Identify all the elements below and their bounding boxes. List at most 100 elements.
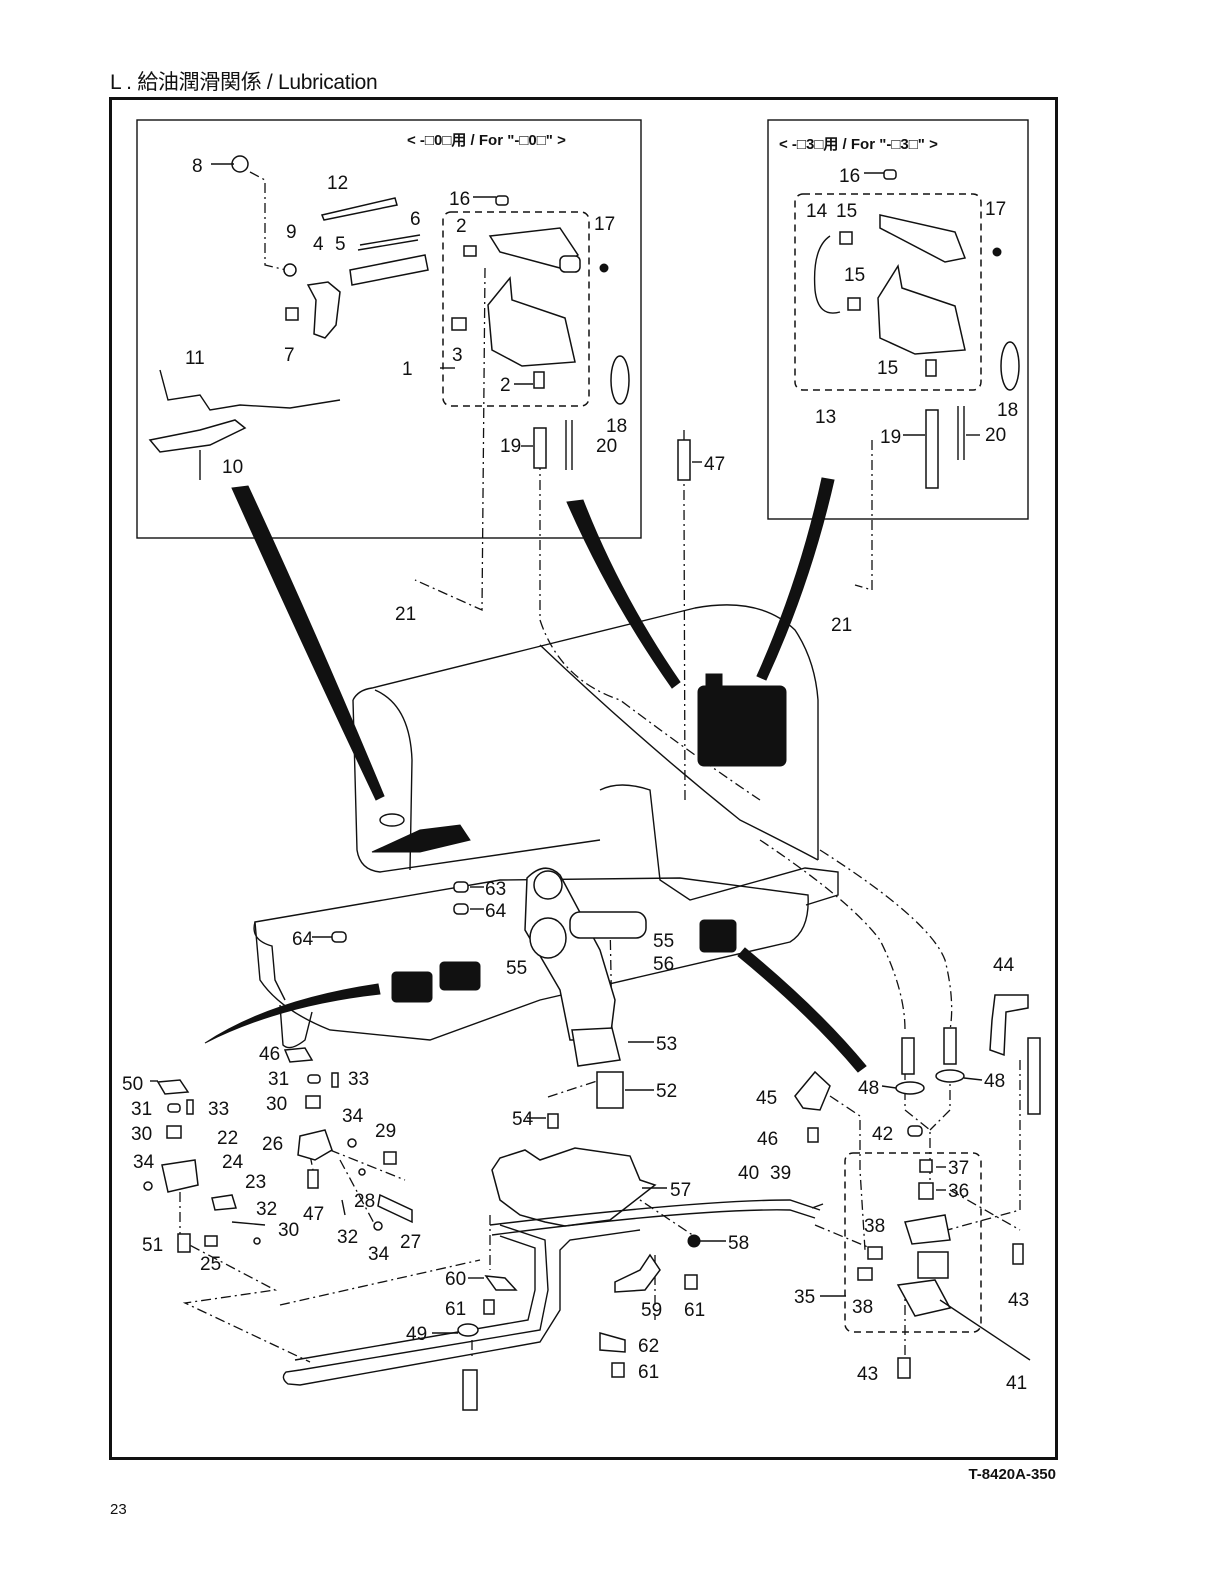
part-17b (992, 247, 1002, 257)
part-2b-fitting (533, 371, 545, 389)
callout-15b: 15 (844, 265, 865, 286)
part-16b-cap (883, 169, 897, 180)
oil-tank-group-outline-right (794, 193, 982, 391)
part-28 (358, 1168, 366, 1176)
part-32b (341, 1199, 346, 1216)
callout-38b: 38 (852, 1297, 873, 1318)
part-46a (283, 1047, 314, 1063)
callout-59: 59 (641, 1300, 662, 1321)
tube-b (943, 1027, 957, 1065)
callout-16b: 16 (839, 166, 860, 187)
part-3-screw (451, 317, 467, 331)
part-10-plate (148, 419, 247, 453)
part-61a (483, 1299, 495, 1315)
part-33b (331, 1072, 339, 1088)
callout-32: 32 (256, 1199, 277, 1220)
callout-6: 6 (410, 209, 421, 230)
part-51 (177, 1233, 191, 1253)
part-20b-wick (957, 406, 965, 460)
callout-45: 45 (756, 1088, 777, 1109)
callout-17: 17 (594, 214, 615, 235)
part-38a (867, 1246, 883, 1260)
part-32a (231, 1221, 266, 1226)
callout-10: 10 (222, 457, 243, 478)
callout-62: 62 (638, 1336, 659, 1357)
part-17 (599, 263, 609, 273)
callout-25: 25 (200, 1254, 221, 1275)
callout-46b: 46 (757, 1129, 778, 1150)
callout-18b: 18 (997, 400, 1018, 421)
tubes-39-40 (489, 1199, 821, 1236)
callout-61b: 61 (684, 1300, 705, 1321)
callout-37: 37 (948, 1158, 969, 1179)
part-37 (919, 1159, 933, 1173)
part-11-wick-holder (159, 369, 341, 411)
callout-19b: 19 (880, 427, 901, 448)
callout-18: 18 (606, 416, 627, 437)
pointer-wedge-4 (204, 983, 381, 1044)
callout-53: 53 (656, 1034, 677, 1055)
part-63 (453, 881, 469, 893)
callout-8: 8 (192, 156, 203, 177)
part-22-block (161, 1159, 199, 1193)
callout-33b: 33 (208, 1099, 229, 1120)
callout-ticks (150, 163, 983, 1334)
callout-22: 22 (217, 1128, 238, 1149)
diagram-frame (109, 97, 1058, 1460)
oil-tank-installed (697, 685, 787, 767)
part-31a (167, 1103, 181, 1113)
part-34b (347, 1138, 357, 1148)
callout-36: 36 (948, 1181, 969, 1202)
callout-42: 42 (872, 1124, 893, 1145)
part-49 (457, 1323, 479, 1337)
callout-58: 58 (728, 1233, 749, 1254)
part-15b (847, 297, 861, 311)
callout-56: 56 (653, 954, 674, 975)
callout-30b: 30 (131, 1124, 152, 1145)
pointer-wedge-5 (737, 947, 867, 1073)
callout-15c: 15 (877, 358, 898, 379)
part-43b (897, 1357, 911, 1379)
part-14-tube (813, 235, 841, 314)
callout-60: 60 (445, 1269, 466, 1290)
callout-21b: 21 (831, 615, 852, 636)
tube-a (901, 1037, 915, 1075)
inset-left-parts (148, 155, 691, 481)
callout-28: 28 (354, 1191, 375, 1212)
part-4-bracket (306, 281, 341, 339)
callout-48: 48 (858, 1078, 879, 1099)
callout-12: 12 (327, 173, 348, 194)
callout-13: 13 (815, 407, 836, 428)
part-9 (283, 263, 297, 277)
oil-tank-group-outline-left (442, 211, 590, 407)
callout-20b: 20 (985, 425, 1006, 446)
part-43a (1012, 1243, 1024, 1265)
callout-35: 35 (794, 1287, 815, 1308)
callout-1: 1 (402, 359, 413, 380)
callout-44: 44 (993, 955, 1015, 976)
callout-43: 43 (1008, 1290, 1029, 1311)
part-64b (331, 931, 347, 943)
leader-lines (179, 267, 1021, 1363)
part-18-o-ring (610, 355, 630, 405)
callout-61: 61 (445, 1299, 466, 1320)
pad-block-2 (439, 961, 481, 991)
part-50 (156, 1079, 190, 1095)
part-15a (839, 231, 853, 245)
callout-39: 39 (770, 1163, 791, 1184)
callout-48b: 48 (984, 1071, 1005, 1092)
part-27 (377, 1193, 413, 1224)
part-30c (253, 1237, 261, 1245)
callout-3: 3 (452, 345, 463, 366)
part-25 (204, 1235, 218, 1247)
part-12-felt (320, 197, 398, 221)
oil-pump-group-outline (844, 1152, 982, 1333)
callout-33: 33 (348, 1069, 369, 1090)
callout-26: 26 (262, 1134, 283, 1155)
callout-31: 31 (268, 1069, 289, 1090)
part-18b-o-ring (1000, 341, 1020, 391)
callout-32b: 32 (337, 1227, 358, 1248)
part-8-plug (231, 155, 249, 173)
part-19b-tube (925, 409, 939, 489)
part-2-fitting (463, 245, 477, 257)
